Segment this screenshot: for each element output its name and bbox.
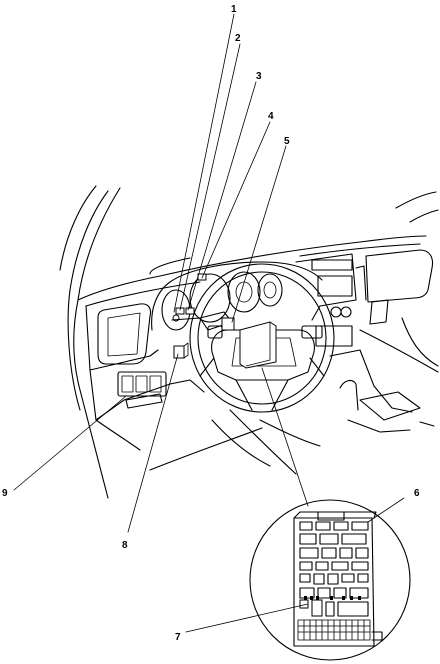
center-stack (295, 253, 367, 347)
leader-line-2 (179, 43, 241, 311)
leader-line-8 (127, 353, 179, 533)
callout-5: 5 (284, 136, 290, 147)
leader-line-9 (13, 395, 127, 491)
left-switch-panel (117, 371, 167, 409)
leader-line-3 (187, 81, 257, 311)
callout-3: 3 (256, 71, 262, 82)
leader-line-7 (185, 603, 309, 633)
fuse-box-inset (249, 499, 411, 661)
leader-line-inset (261, 367, 309, 507)
callout-7: 7 (175, 632, 181, 643)
callout-2: 2 (235, 33, 241, 44)
right-dash (359, 249, 439, 373)
relay-box (173, 342, 189, 359)
leader-line-6 (367, 497, 405, 523)
leader-line-1 (173, 13, 235, 313)
left-air-vent (97, 303, 152, 365)
airbag-module (239, 321, 277, 369)
dashboard-cowl (77, 191, 439, 307)
center-console (329, 349, 435, 433)
callout-9: 9 (2, 488, 8, 499)
callout-labels: 1 2 3 4 5 6 7 8 9 (2, 4, 420, 643)
leader-line-5 (231, 145, 287, 323)
windshield-pillar (59, 185, 121, 499)
leader-lines (13, 13, 405, 633)
leader-line-4 (201, 121, 271, 279)
callout-1: 1 (231, 4, 237, 15)
callout-6: 6 (414, 488, 420, 499)
footwell (149, 379, 297, 475)
callout-4: 4 (268, 111, 274, 122)
callout-8: 8 (122, 540, 128, 551)
